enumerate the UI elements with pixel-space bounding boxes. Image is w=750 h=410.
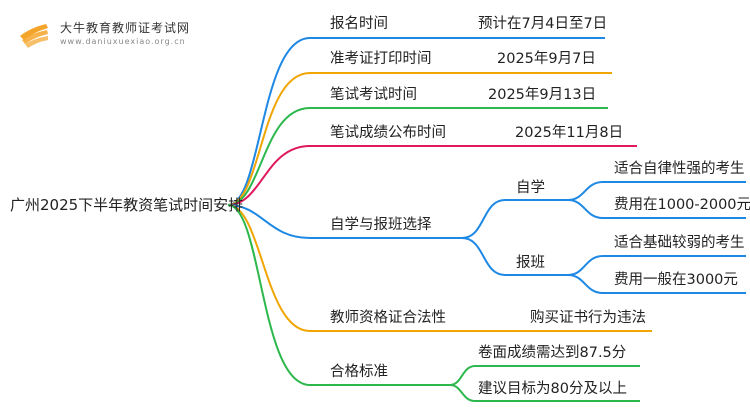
connector-branch-4 bbox=[227, 145, 311, 206]
brand-name: 大牛教育教师证考试网 bbox=[60, 21, 191, 35]
class-item-1: 适合基础较弱的考生 bbox=[614, 235, 745, 251]
connector-pass-2 bbox=[449, 384, 476, 402]
connector-pass-1 bbox=[449, 365, 476, 386]
branch-2-value: 2025年9月7日 bbox=[497, 51, 596, 67]
branch-2-label: 准考证打印时间 bbox=[330, 51, 432, 67]
connector-branch-5 bbox=[227, 204, 311, 239]
pass-item-2: 建议目标为80分及以上 bbox=[478, 381, 627, 397]
connector-class-1 bbox=[567, 255, 604, 276]
class-item-2: 费用一般在3000元 bbox=[614, 272, 738, 288]
branch-6-value: 购买证书行为违法 bbox=[530, 310, 646, 326]
branch-3-value: 2025年9月13日 bbox=[488, 87, 597, 103]
branch-4-label: 笔试成绩公布时间 bbox=[330, 125, 446, 141]
connector-class bbox=[461, 237, 506, 276]
connector-branch-3 bbox=[227, 107, 311, 206]
brand-logo: 大牛教育教师证考试网 www.daniuxuexiao.org.cn bbox=[16, 14, 226, 54]
brand-url: www.daniuxuexiao.org.cn bbox=[60, 37, 186, 46]
connector-class-2 bbox=[567, 274, 604, 294]
branch-6-label: 教师资格证合法性 bbox=[330, 310, 446, 326]
connector-self-study-2 bbox=[567, 199, 604, 219]
branch-1-label: 报名时间 bbox=[330, 16, 388, 32]
book-logo-icon bbox=[20, 24, 48, 48]
self-study-item-2: 费用在1000-2000元 bbox=[614, 197, 750, 213]
pass-item-1: 卷面成绩需达到87.5分 bbox=[478, 345, 627, 361]
connector-self-study bbox=[461, 199, 506, 239]
connector-branch-6 bbox=[227, 204, 311, 332]
branch-3-label: 笔试考试时间 bbox=[330, 87, 417, 103]
self-study-label: 自学 bbox=[516, 180, 545, 196]
self-study-item-1: 适合自律性强的考生 bbox=[614, 161, 745, 177]
connector-branch-7 bbox=[227, 204, 311, 386]
branch-5-label: 自学与报班选择 bbox=[330, 217, 432, 233]
connector-branch-2 bbox=[227, 72, 311, 206]
branch-4-value: 2025年11月8日 bbox=[515, 125, 624, 141]
branch-7-label: 合格标准 bbox=[330, 364, 388, 380]
class-label: 报班 bbox=[516, 255, 545, 271]
root-node: 广州2025下半年教资笔试时间安排 bbox=[10, 196, 244, 214]
connector-self-study-1 bbox=[567, 181, 604, 201]
branch-1-value: 预计在7月4日至7日 bbox=[478, 16, 608, 32]
